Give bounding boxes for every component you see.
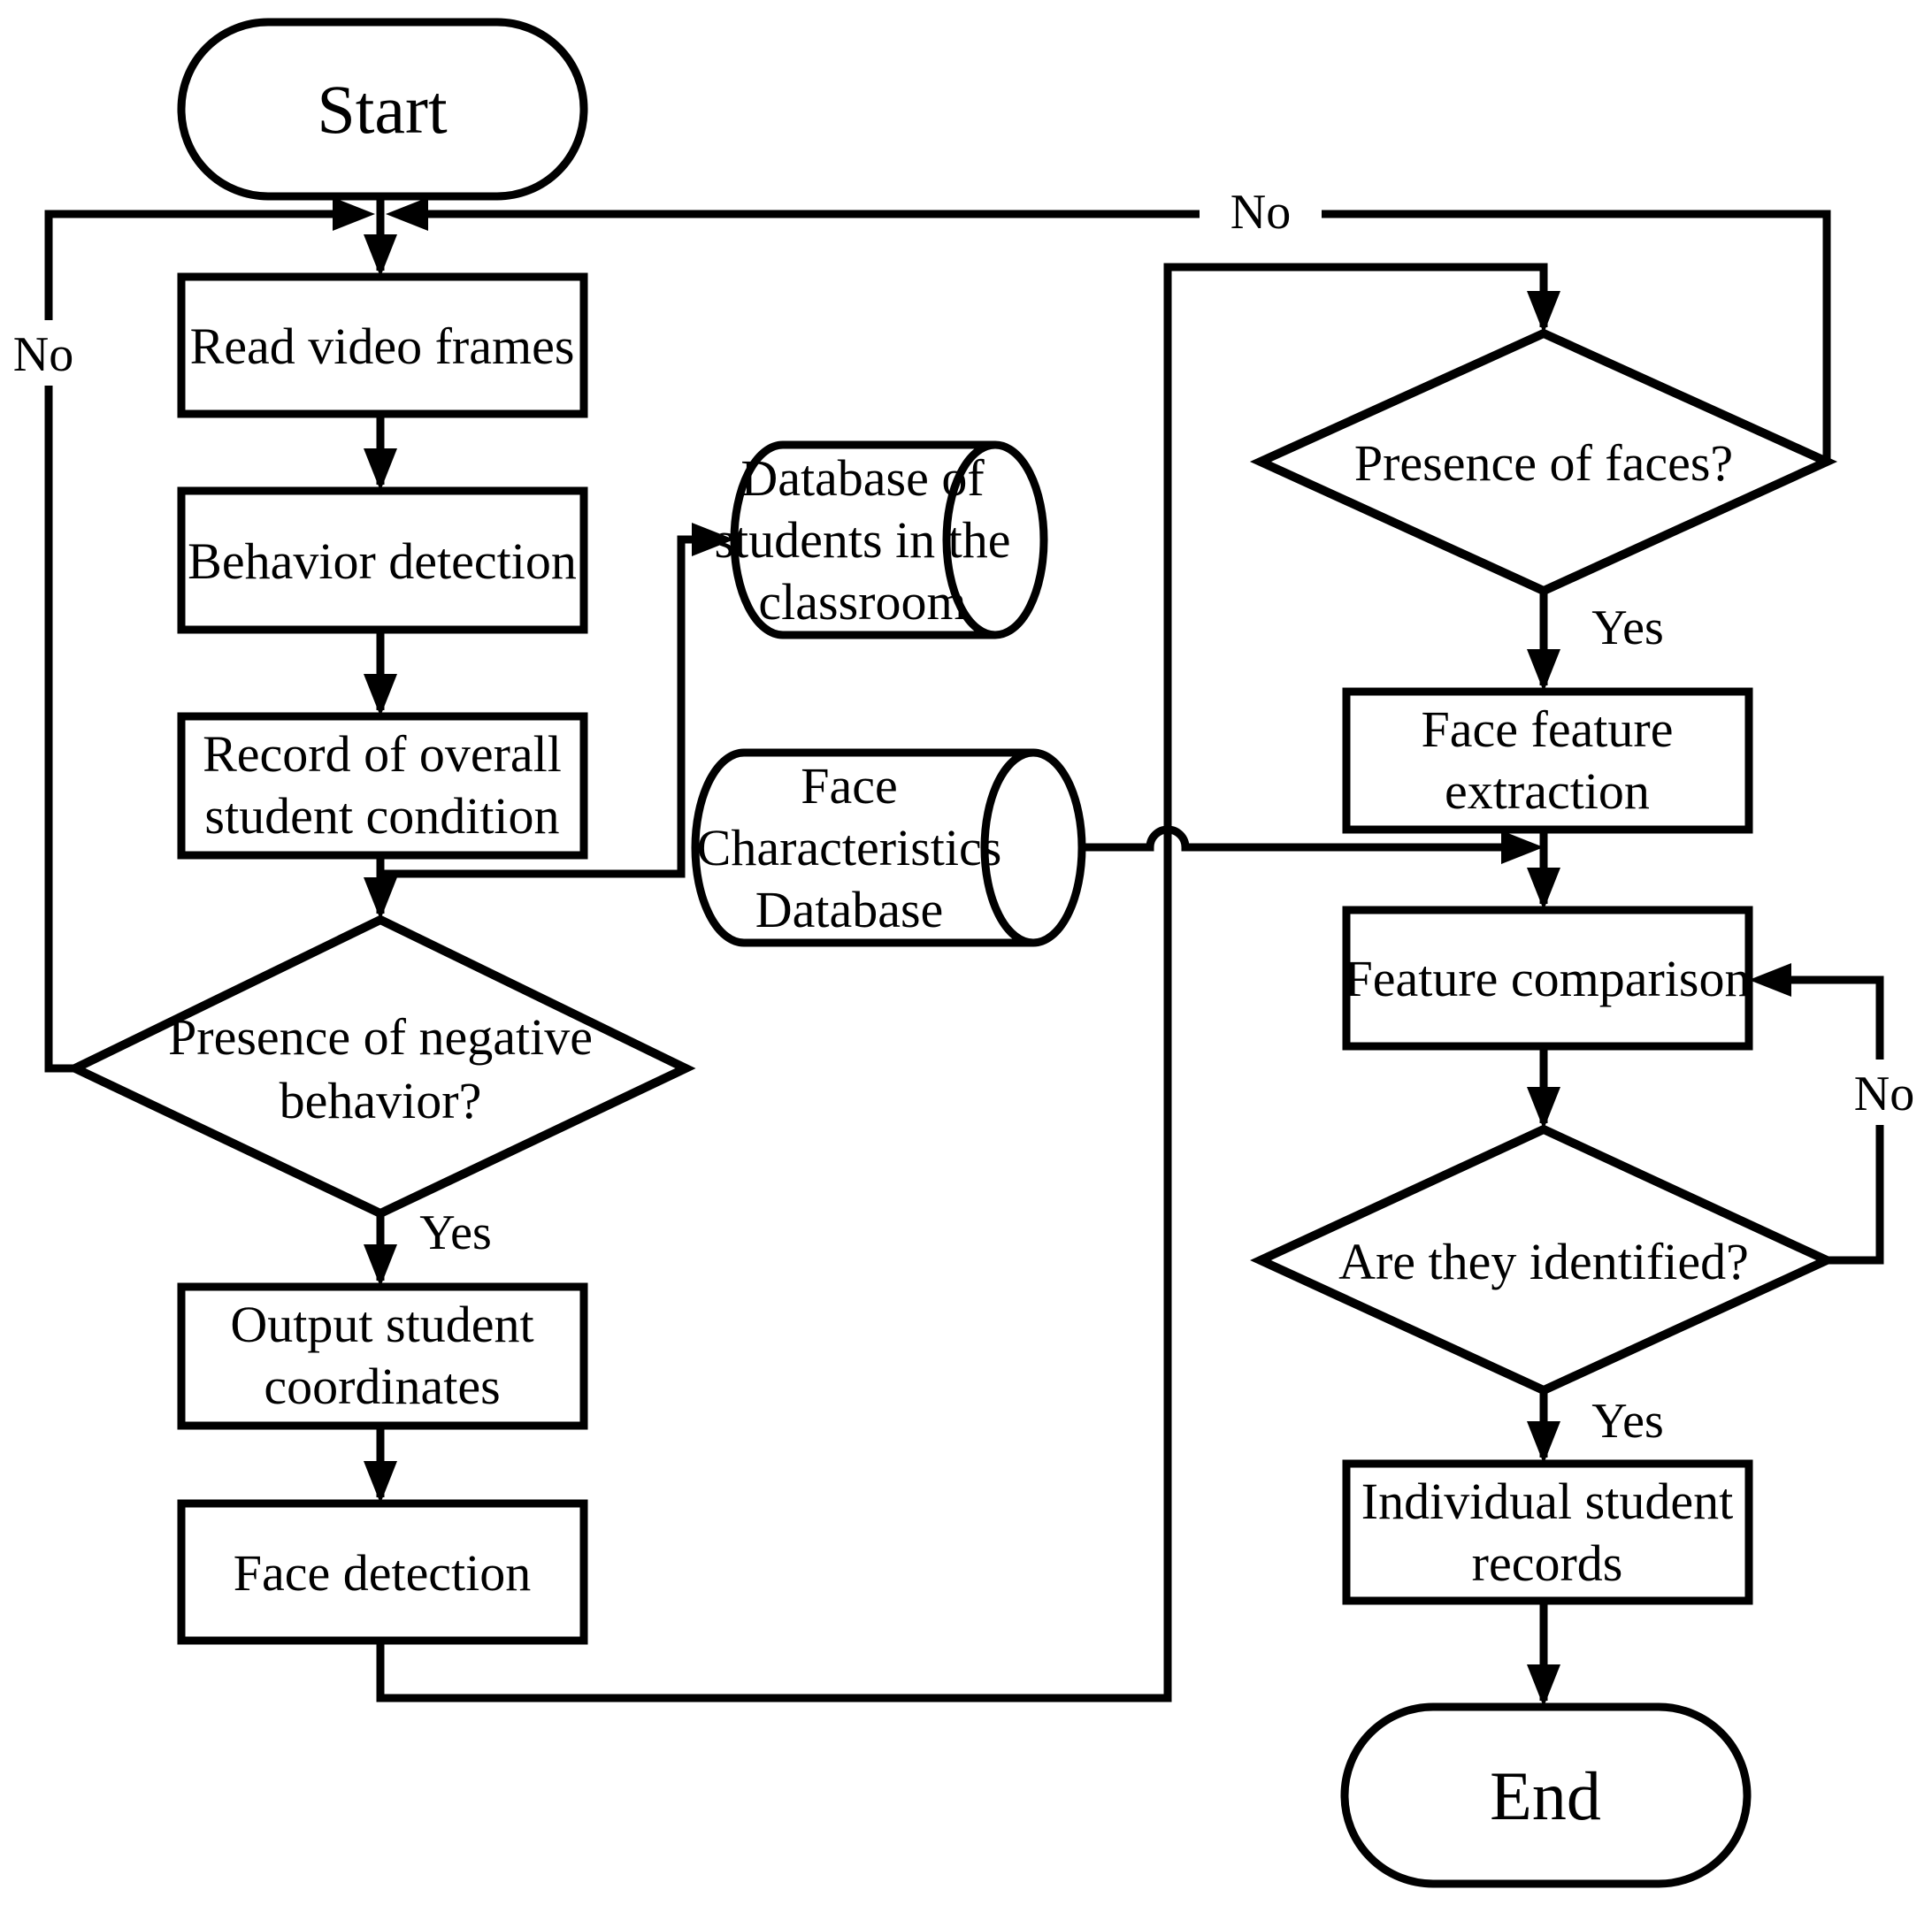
edge-start-to-read — [364, 196, 397, 277]
svg-text:Yes: Yes — [419, 1205, 491, 1260]
edge-face-detection-to-presence-faces — [376, 263, 1560, 1702]
db-students-line2: students in the — [714, 511, 1010, 569]
node-output-coordinates: Output student coordinates — [177, 1282, 588, 1430]
svg-text:No: No — [1854, 1067, 1914, 1121]
db-students-line1: Database of — [740, 449, 985, 507]
svg-text:Yes: Yes — [1591, 601, 1663, 655]
output-coordinates-line2: coordinates — [264, 1358, 500, 1415]
edge-output-to-face-detection — [364, 1426, 397, 1503]
arrow-right-into-junction — [333, 197, 375, 231]
arrow-left-into-junction — [386, 197, 428, 231]
svg-text:No: No — [1230, 185, 1291, 240]
node-face-detection: Face detection — [177, 1499, 588, 1645]
negative-behavior-line1: Presence of negative — [168, 1008, 593, 1066]
negative-behavior-line2: behavior? — [280, 1072, 482, 1129]
individual-records-line1: Individual student — [1361, 1473, 1733, 1530]
label-no-right: No — [1838, 1060, 1930, 1125]
label-yes-faces: Yes — [1591, 601, 1663, 655]
node-read-video-frames: Read video frames — [177, 272, 588, 418]
node-identified-decision: Are they identified? — [1250, 1124, 1837, 1396]
feature-extraction-line1: Face feature — [1422, 700, 1674, 758]
node-negative-behavior-decision: Presence of negative behavior? — [65, 914, 696, 1219]
node-end: End — [1340, 1702, 1752, 1888]
edge-comparison-to-identified — [1527, 1046, 1560, 1129]
edge-presence-yes-to-extraction — [1527, 591, 1560, 692]
output-coordinates-line1: Output student — [230, 1296, 533, 1353]
db-students-line3: classroom — [758, 573, 966, 631]
node-record-condition: Record of overall student condition — [177, 712, 588, 860]
edge-db-face-to-connector — [1033, 825, 1544, 864]
db-face-line2: Characteristics — [697, 819, 1002, 876]
edge-records-to-end — [1527, 1601, 1560, 1707]
db-face-line1: Face — [801, 757, 898, 815]
feature-extraction-line2: extraction — [1445, 762, 1650, 820]
edge-identified-yes-to-records — [1527, 1390, 1560, 1464]
edge-read-to-behavior — [364, 414, 397, 491]
node-db-face-cylinder: Face Characteristics Database — [691, 748, 1086, 947]
db-face-line3: Database — [755, 881, 944, 938]
edge-presence-no-loop — [428, 210, 1831, 462]
label-yes-negative: Yes — [419, 1205, 491, 1260]
cylinder-inner-arc — [980, 748, 1034, 947]
svg-text:Yes: Yes — [1591, 1394, 1663, 1449]
edge-record-to-db-students — [380, 523, 734, 878]
node-behavior-detection: Behavior detection — [177, 486, 588, 634]
label-yes-identified: Yes — [1591, 1394, 1663, 1449]
individual-records-line2: records — [1472, 1534, 1623, 1592]
node-db-students-cylinder: Database of students in the classroom — [714, 440, 1048, 639]
cylinder-inner-arc — [942, 440, 996, 639]
junction-merge-arrows — [333, 197, 428, 231]
edge-negative-no-loop — [44, 210, 333, 1073]
node-presence-faces-decision: Presence of faces? — [1249, 328, 1838, 596]
start-label: Start — [317, 71, 448, 148]
behavior-detection-label: Behavior detection — [188, 532, 577, 590]
label-no-left: No — [2, 320, 88, 386]
record-condition-line2: student condition — [204, 787, 559, 845]
edge-extraction-to-comparison — [1527, 830, 1560, 910]
node-individual-records: Individual student records — [1342, 1459, 1753, 1605]
label-no-top: No — [1200, 180, 1322, 243]
feature-comparison-label: Feature comparison — [1344, 950, 1750, 1007]
edge-behavior-to-record — [364, 630, 397, 716]
presence-faces-label: Presence of faces? — [1354, 434, 1733, 492]
edge-negative-yes-to-output — [364, 1213, 397, 1287]
record-condition-line1: Record of overall — [203, 725, 562, 783]
identified-label: Are they identified? — [1338, 1233, 1749, 1290]
node-feature-comparison: Feature comparison — [1342, 906, 1753, 1051]
svg-text:No: No — [13, 327, 73, 382]
edge-record-to-negative-diamond — [364, 855, 397, 920]
face-detection-label: Face detection — [234, 1544, 532, 1602]
node-feature-extraction: Face feature extraction — [1342, 687, 1753, 834]
end-label: End — [1490, 1757, 1601, 1834]
node-start: Start — [177, 18, 588, 201]
arrow-down-into-read — [364, 234, 397, 277]
read-video-frames-label: Read video frames — [190, 318, 575, 375]
